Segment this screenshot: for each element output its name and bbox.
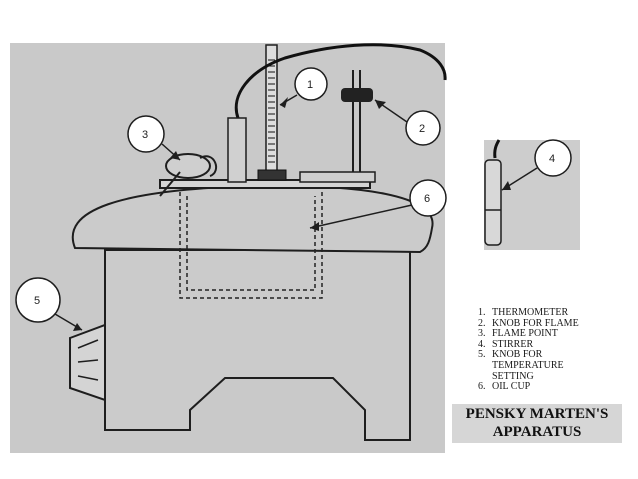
legend-number: 5. (478, 349, 486, 361)
legend-item: 3. FLAME POINT (478, 329, 624, 340)
figure-title: PENSKY MARTEN'S APPARATUS (452, 404, 622, 443)
legend-item: 2. KNOB FOR FLAME (478, 317, 624, 330)
callout-circle-6 (409, 179, 447, 217)
flame-knob-assembly (299, 70, 376, 183)
title-line-1: PENSKY MARTEN'S (465, 406, 609, 422)
legend-item: 5. KNOB FOR TEMPERATURE SETTING (478, 350, 624, 382)
callout-circle-3 (127, 115, 165, 153)
oil-cup-inner (186, 196, 316, 291)
electric-cord (234, 43, 447, 119)
legend-text: KNOB FOR TEMPERATURE SETTING (492, 349, 564, 382)
callout-label-3: 3 (142, 129, 148, 141)
legend-number: 6. (478, 381, 486, 393)
legend-text: FLAME POINT (492, 328, 558, 340)
legend-number: 1. (478, 307, 486, 318)
legend-number: 4. (478, 338, 486, 350)
oil-cup-outer (179, 192, 323, 299)
title-line-2: APPARATUS (492, 424, 582, 440)
callout-label-6: 6 (424, 193, 430, 205)
callout-label-2: 2 (419, 123, 425, 135)
flame-tube (227, 117, 247, 183)
callout-label-4: 4 (549, 153, 555, 165)
legend-text: STIRRER (492, 338, 534, 350)
legend-number: 3. (478, 328, 486, 340)
legend-text: THERMOMETER (492, 307, 569, 318)
legend-text: KNOB FOR FLAME (492, 317, 579, 329)
legend: 1. THERMOMETER 2. KNOB FOR FLAME 3. FLAM… (478, 307, 624, 393)
flame-point (159, 153, 218, 197)
temperature-knob (69, 323, 106, 402)
thermometer (257, 44, 287, 181)
callout-label-5: 5 (34, 295, 40, 307)
legend-item: 1. THERMOMETER (478, 307, 624, 319)
callout-circle-1 (294, 67, 328, 101)
stirrer-drawing (484, 139, 502, 246)
callout-circle-2 (405, 110, 441, 146)
callout-arrow-6 (309, 204, 413, 229)
legend-item: 6. OIL CUP (478, 382, 624, 393)
legend-item: 4. STIRRER (478, 338, 624, 351)
callout-label-1: 1 (307, 79, 313, 91)
callout-circle-5 (15, 277, 61, 323)
callout-circle-4 (534, 139, 572, 177)
legend-panel-background (476, 300, 626, 400)
legend-number: 2. (478, 317, 486, 329)
legend-text: OIL CUP (492, 381, 531, 393)
